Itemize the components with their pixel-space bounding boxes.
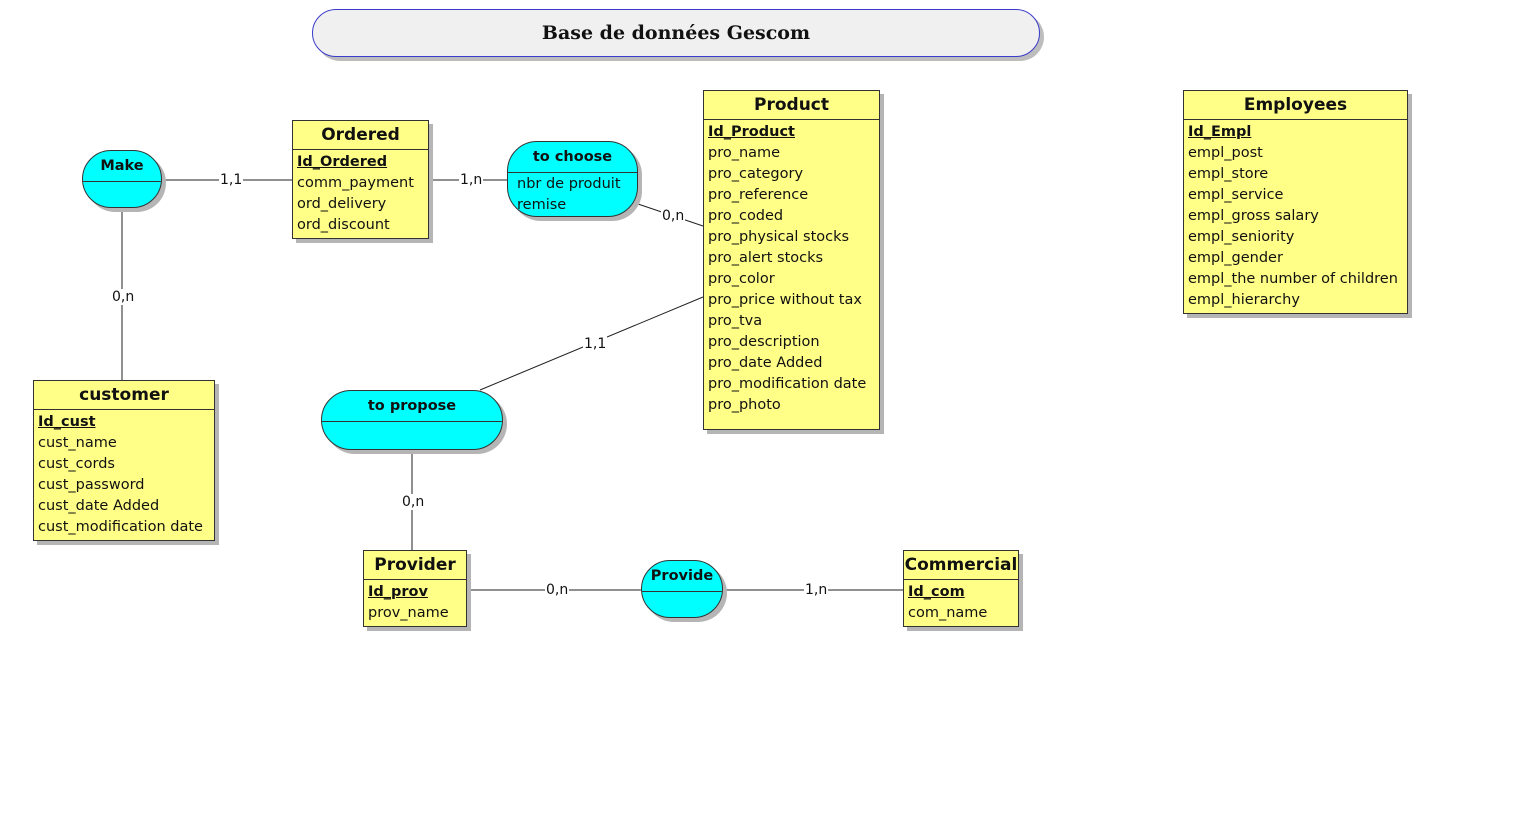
entity-ordered-key: Id_Ordered <box>297 154 388 170</box>
attribute: comm_payment <box>297 175 414 191</box>
entity-employees-attributes: Id_Empl empl_post empl_store empl_servic… <box>1184 120 1407 311</box>
entity-customer-attributes: Id_cust cust_name cust_cords cust_passwo… <box>34 410 214 538</box>
attribute: remise <box>517 197 567 213</box>
entity-commercial[interactable]: Commercial Id_com com_name <box>903 550 1019 627</box>
diagram-title: Base de données Gescom <box>312 9 1040 57</box>
attribute: empl_post <box>1188 145 1263 161</box>
attribute: empl_service <box>1188 187 1284 203</box>
association-provide-name: Provide <box>642 561 722 592</box>
association-to-propose[interactable]: to propose <box>321 390 503 450</box>
attribute: pro_price without tax <box>708 292 862 308</box>
attribute: cust_name <box>38 435 117 451</box>
cardinality-label: 1,1 <box>219 172 244 188</box>
entity-provider[interactable]: Provider Id_prov prov_name <box>363 550 467 627</box>
attribute: empl_hierarchy <box>1188 292 1300 308</box>
attribute: pro_date Added <box>708 355 823 371</box>
cardinality-label: 1,n <box>459 172 484 188</box>
attribute: cust_password <box>38 477 145 493</box>
attribute: pro_name <box>708 145 781 161</box>
entity-commercial-name: Commercial <box>904 551 1018 580</box>
cardinality-label: 0,n <box>661 208 686 224</box>
attribute: pro_photo <box>708 397 781 413</box>
attribute: ord_delivery <box>297 196 387 212</box>
association-to-choose-name: to choose <box>508 142 637 173</box>
attribute: pro_coded <box>708 208 784 224</box>
entity-product-attributes: Id_Product pro_name pro_category pro_ref… <box>704 120 879 416</box>
attribute: pro_reference <box>708 187 809 203</box>
entity-employees-key: Id_Empl <box>1188 124 1252 140</box>
attribute: empl_seniority <box>1188 229 1295 245</box>
association-make[interactable]: Make <box>82 150 162 208</box>
cardinality-label: 1,n <box>804 582 829 598</box>
entity-commercial-attributes: Id_com com_name <box>904 580 1018 624</box>
attribute: empl_store <box>1188 166 1269 182</box>
association-provide[interactable]: Provide <box>641 560 723 618</box>
attribute: com_name <box>908 605 988 621</box>
entity-employees[interactable]: Employees Id_Empl empl_post empl_store e… <box>1183 90 1408 314</box>
attribute: ord_discount <box>297 217 390 233</box>
attribute: pro_tva <box>708 313 763 329</box>
attribute: pro_description <box>708 334 820 350</box>
attribute: pro_alert stocks <box>708 250 824 266</box>
entity-product-name: Product <box>704 91 879 120</box>
entity-product[interactable]: Product Id_Product pro_name pro_category… <box>703 90 880 430</box>
entity-product-key: Id_Product <box>708 124 795 140</box>
entity-ordered-name: Ordered <box>293 121 428 150</box>
association-to-choose-attributes: nbr de produit remise <box>508 173 637 216</box>
entity-provider-attributes: Id_prov prov_name <box>364 580 466 624</box>
cardinality-label: 0,n <box>545 582 570 598</box>
entity-provider-key: Id_prov <box>368 584 428 600</box>
entity-employees-name: Employees <box>1184 91 1407 120</box>
entity-commercial-key: Id_com <box>908 584 965 600</box>
attribute: pro_physical stocks <box>708 229 850 245</box>
association-to-choose[interactable]: to choose nbr de produit remise <box>507 141 638 217</box>
cardinality-label: 1,1 <box>583 336 608 352</box>
attribute: pro_modification date <box>708 376 867 392</box>
attribute: pro_category <box>708 166 804 182</box>
attribute: nbr de produit <box>517 176 621 192</box>
attribute: prov_name <box>368 605 449 621</box>
attribute: empl_the number of children <box>1188 271 1398 287</box>
association-to-propose-name: to propose <box>322 391 502 422</box>
cardinality-label: 0,n <box>401 494 426 510</box>
attribute: pro_color <box>708 271 775 287</box>
entity-customer-key: Id_cust <box>38 414 96 430</box>
association-make-name: Make <box>83 151 161 182</box>
attribute: cust_cords <box>38 456 115 472</box>
entity-customer[interactable]: customer Id_cust cust_name cust_cords cu… <box>33 380 215 541</box>
attribute: cust_date Added <box>38 498 160 514</box>
attribute: cust_modification date <box>38 519 203 535</box>
entity-ordered-attributes: Id_Ordered comm_payment ord_delivery ord… <box>293 150 428 236</box>
attribute: empl_gender <box>1188 250 1283 266</box>
cardinality-label: 0,n <box>111 289 136 305</box>
attribute: empl_gross salary <box>1188 208 1319 224</box>
entity-ordered[interactable]: Ordered Id_Ordered comm_payment ord_deli… <box>292 120 429 239</box>
entity-provider-name: Provider <box>364 551 466 580</box>
entity-customer-name: customer <box>34 381 214 410</box>
